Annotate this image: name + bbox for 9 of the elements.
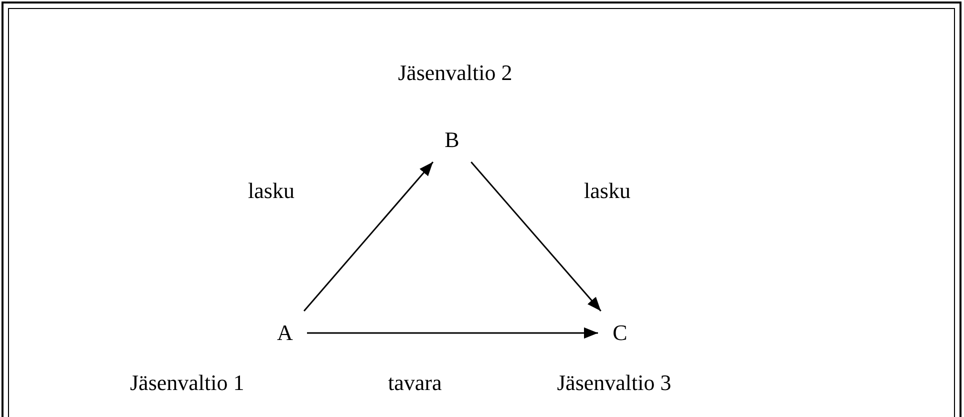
arrow	[470, 162, 602, 312]
member-state-label: Jäsenvaltio 3	[557, 372, 672, 394]
node-letter: B	[444, 127, 460, 153]
member-state-label: Jäsenvaltio 2	[398, 62, 512, 84]
node-letter: A	[277, 320, 293, 346]
node-letter: C	[612, 320, 628, 346]
arrow	[303, 162, 434, 312]
member-state-label: Jäsenvaltio 1	[130, 372, 244, 394]
arrow	[307, 327, 598, 339]
